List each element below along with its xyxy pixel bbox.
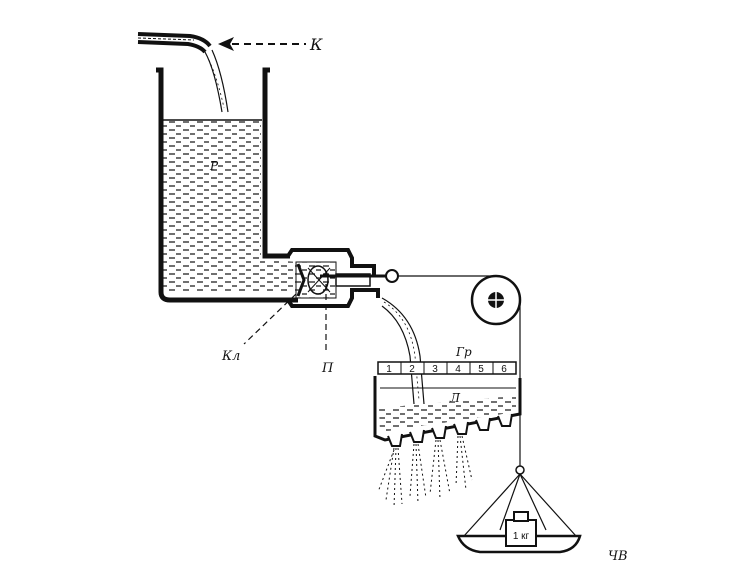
source-label: К bbox=[309, 35, 323, 54]
outflow-stream bbox=[381, 297, 425, 405]
weight-label: 1 кг bbox=[513, 531, 530, 542]
tray-label: Л bbox=[449, 391, 461, 405]
weighing-pan bbox=[456, 465, 582, 554]
scale-cell-5: 5 bbox=[478, 364, 484, 375]
scale-cell-1: 1 bbox=[386, 364, 392, 375]
valve-label: Кл bbox=[221, 349, 240, 364]
scale-cell-2: 2 bbox=[409, 364, 415, 375]
inlet-pipe bbox=[137, 32, 212, 54]
graduated-scale: 1 2 3 4 5 6 bbox=[377, 361, 517, 375]
sprinkler-tray bbox=[373, 376, 522, 447]
piston-rod bbox=[320, 269, 399, 283]
spray-jets bbox=[377, 435, 473, 509]
tank-label: Р bbox=[209, 159, 219, 173]
scale-label: Гр bbox=[455, 345, 472, 359]
source-arrow bbox=[218, 37, 306, 51]
valve-housing bbox=[286, 248, 380, 308]
inflow-stream bbox=[204, 49, 229, 113]
scale-cell-4: 4 bbox=[455, 364, 461, 375]
piston-label: П bbox=[321, 361, 334, 376]
valve-pointer bbox=[243, 293, 297, 345]
water-tank bbox=[156, 67, 298, 303]
scale-cell-3: 3 bbox=[432, 364, 438, 375]
scale-cell-6: 6 bbox=[501, 364, 507, 375]
weigher-label: ЧВ bbox=[608, 549, 628, 564]
pulley bbox=[470, 274, 522, 326]
